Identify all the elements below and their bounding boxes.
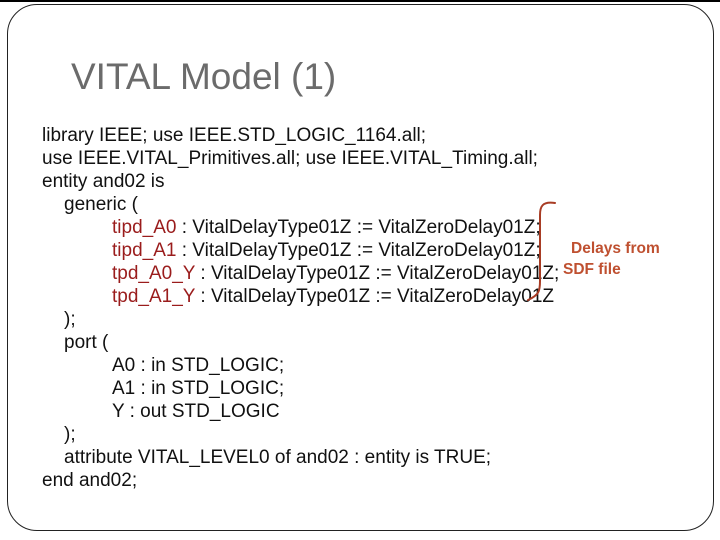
code-line: ); bbox=[0, 423, 720, 446]
code-text: use IEEE.VITAL_Primitives.all; use IEEE.… bbox=[42, 148, 538, 169]
generic-param-name: tipd_A1 bbox=[112, 240, 177, 261]
code-line: generic ( bbox=[0, 193, 720, 216]
code-line: Y : out STD_LOGIC bbox=[0, 400, 720, 423]
slide-title: VITAL Model (1) bbox=[71, 56, 337, 97]
delays-bracket-line bbox=[527, 201, 556, 301]
code-text: Y : out STD_LOGIC bbox=[112, 401, 280, 422]
code-line: entity and02 is bbox=[0, 170, 720, 193]
code-text: ); bbox=[64, 309, 76, 330]
code-text: end and02; bbox=[42, 470, 138, 491]
code-line: end and02; bbox=[0, 469, 720, 492]
annotation-delays-from: Delays from bbox=[571, 240, 660, 257]
code-line: tipd_A1 : VitalDelayType01Z := VitalZero… bbox=[0, 239, 720, 262]
code-line: A1 : in STD_LOGIC; bbox=[0, 377, 720, 400]
generic-param-name: tpd_A1_Y bbox=[112, 286, 196, 307]
code-text: ); bbox=[64, 424, 76, 445]
top-edge-line bbox=[0, 0, 720, 2]
code-text: entity and02 is bbox=[42, 171, 165, 192]
code-line: tpd_A0_Y : VitalDelayType01Z := VitalZer… bbox=[0, 262, 720, 285]
code-line: port ( bbox=[0, 331, 720, 354]
code-text: generic ( bbox=[64, 194, 138, 215]
code-line: library IEEE; use IEEE.STD_LOGIC_1164.al… bbox=[0, 124, 720, 147]
annotation-sdf-file: SDF file bbox=[563, 261, 621, 278]
code-text: library IEEE; use IEEE.STD_LOGIC_1164.al… bbox=[42, 125, 427, 146]
code-text: : VitalDelayType01Z := VitalZeroDelay01Z… bbox=[176, 217, 541, 238]
code-line: attribute VITAL_LEVEL0 of and02 : entity… bbox=[0, 446, 720, 469]
code-line: ); bbox=[0, 308, 720, 331]
code-block: library IEEE; use IEEE.STD_LOGIC_1164.al… bbox=[0, 124, 720, 492]
code-text: A1 : in STD_LOGIC; bbox=[112, 378, 285, 399]
code-text: : VitalDelayType01Z := VitalZeroDelay01Z bbox=[195, 286, 555, 307]
slide-border bbox=[7, 4, 714, 531]
code-text: port ( bbox=[64, 332, 109, 353]
code-text: : VitalDelayType01Z := VitalZeroDelay01Z… bbox=[176, 240, 541, 261]
code-line: A0 : in STD_LOGIC; bbox=[0, 354, 720, 377]
generic-param-name: tipd_A0 bbox=[112, 217, 177, 238]
code-text: A0 : in STD_LOGIC; bbox=[112, 355, 285, 376]
code-line: use IEEE.VITAL_Primitives.all; use IEEE.… bbox=[0, 147, 720, 170]
code-text: attribute VITAL_LEVEL0 of and02 : entity… bbox=[64, 447, 492, 468]
code-line: tpd_A1_Y : VitalDelayType01Z := VitalZer… bbox=[0, 285, 720, 308]
code-text: : VitalDelayType01Z := VitalZeroDelay01Z… bbox=[195, 263, 560, 284]
code-line: tipd_A0 : VitalDelayType01Z := VitalZero… bbox=[0, 216, 720, 239]
generic-param-name: tpd_A0_Y bbox=[112, 263, 196, 284]
